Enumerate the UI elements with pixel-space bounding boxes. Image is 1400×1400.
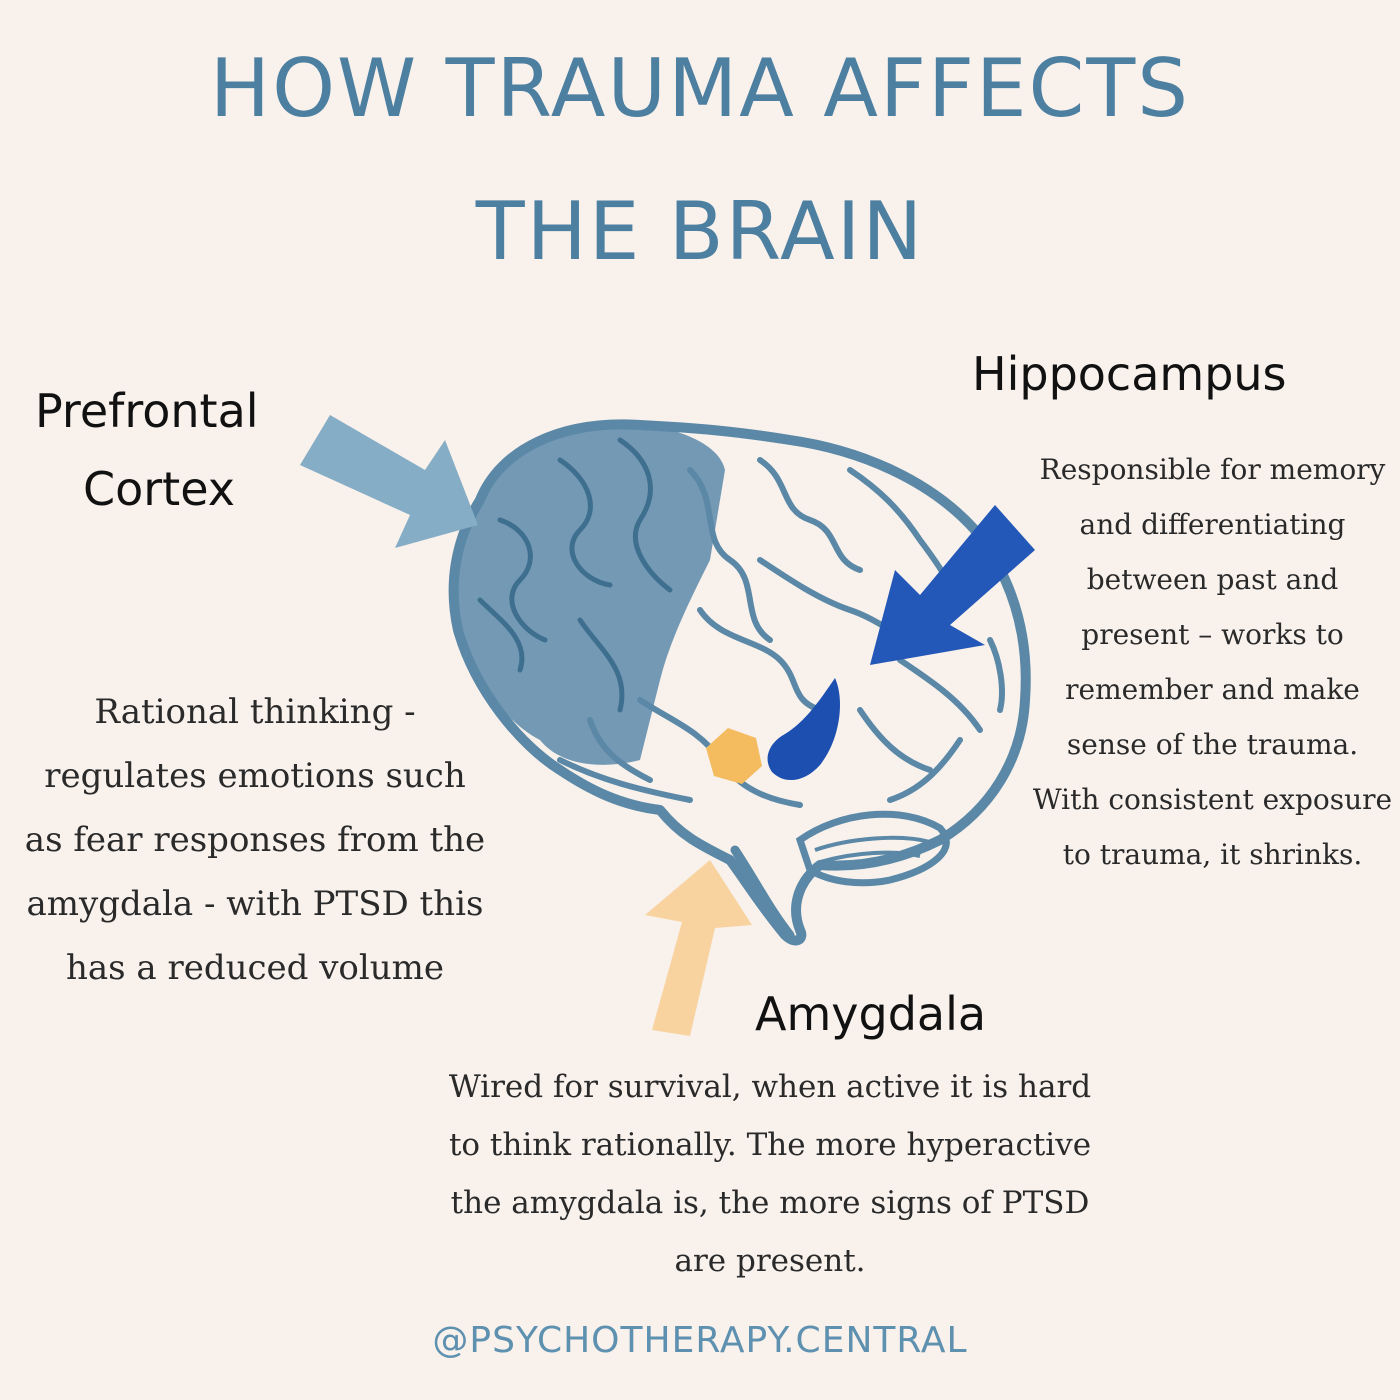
prefrontal-folds: [477, 437, 673, 713]
hippocampus-description: Responsible for memory and differentiati…: [1032, 453, 1393, 871]
footer-handle: @PSYCHOTHERAPY.CENTRAL: [432, 1320, 968, 1361]
hippocampus-label: Hippocampus: [972, 347, 1287, 401]
hippocampus-arrow: [870, 505, 1035, 665]
prefrontal-arrow: [300, 415, 478, 548]
title-line-2: THE BRAIN: [475, 185, 925, 278]
prefrontal-region-shade: [454, 424, 725, 765]
cerebellum-folds: [814, 835, 931, 864]
amygdala-arrow: [645, 860, 752, 1036]
hippocampus-highlight: [767, 678, 840, 781]
prefrontal-cortex-label: Prefrontal Cortex: [35, 372, 355, 528]
title-line-1: HOW TRAUMA AFFECTS: [209, 42, 1191, 135]
prefrontal-label-line-1: Prefrontal: [35, 384, 259, 438]
prefrontal-description: Rational thinking - regulates emotions s…: [24, 692, 486, 988]
cerebellum: [795, 810, 950, 887]
amygdala-description: Wired for survival, when active it is ha…: [448, 1069, 1092, 1279]
brain-stem: [730, 845, 795, 940]
prefrontal-label-line-2: Cortex: [83, 462, 235, 516]
brain-outline: [448, 419, 1031, 946]
amygdala-label: Amygdala: [755, 987, 987, 1041]
amygdala-highlight: [706, 728, 762, 784]
